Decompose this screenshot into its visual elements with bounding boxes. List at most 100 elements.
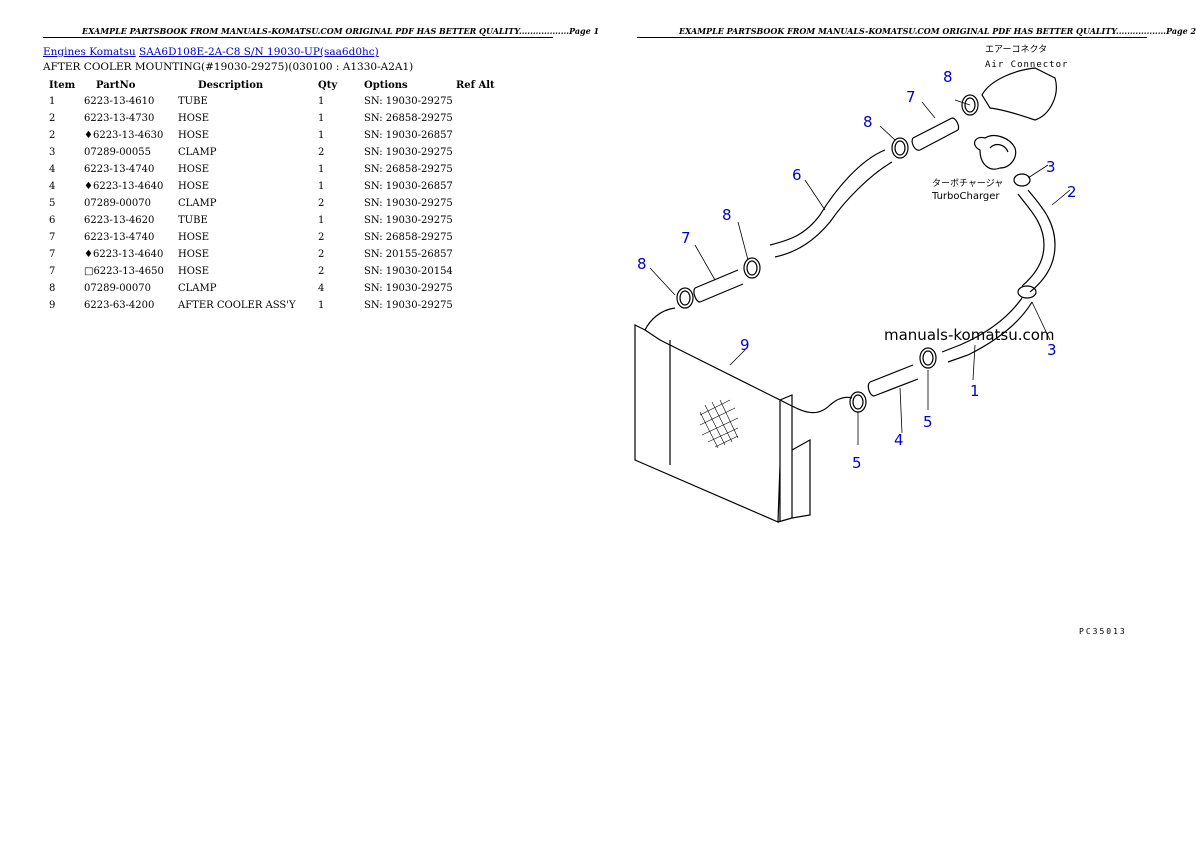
col-header-description: Description [198, 79, 264, 91]
cell-qty: 2 [318, 232, 325, 243]
hose-7-lower [693, 269, 744, 303]
callout-8: 8 [943, 68, 953, 86]
callout-3: 3 [1047, 341, 1057, 359]
cell-description: HOSE [178, 266, 210, 277]
cell-qty: 2 [318, 198, 325, 209]
cell-options: SN: 19030-29275 [364, 215, 453, 226]
cell-description: HOSE [178, 181, 210, 192]
callout-4: 4 [894, 431, 904, 449]
callout-8: 8 [637, 255, 647, 273]
cell-item: 6 [49, 215, 56, 226]
core-mesh-icon [699, 399, 739, 449]
cell-item: 9 [49, 300, 56, 311]
cell-options: SN: 19030-29275 [364, 300, 453, 311]
clamp-3-lower [1017, 285, 1037, 299]
hose-7-upper [911, 117, 960, 151]
cell-qty: 1 [318, 164, 325, 175]
cell-partno: 07289-00055 [84, 147, 152, 158]
cell-ref-alt [456, 110, 506, 127]
header-rule [637, 37, 1147, 38]
cell-options: SN: 19030-29275 [364, 147, 453, 158]
exploded-parts-diagram: エアーコネクタ Air Connector ターボチャージャ TurboChar… [634, 44, 1077, 523]
callout-7: 7 [906, 88, 916, 106]
page-2: EXAMPLE PARTSBOOK FROM MANUALS-KOMATSU.C… [595, 0, 1196, 842]
page-code: PC35013 [1079, 627, 1127, 636]
cell-options: SN: 19030-26857 [364, 130, 453, 141]
callout-2: 2 [1067, 183, 1077, 201]
cell-qty: 1 [318, 96, 325, 107]
watermark-text: manuals-komatsu.com [884, 326, 1055, 344]
col-header-partno: PartNo [96, 79, 136, 91]
cell-item: 2 [49, 130, 56, 141]
cell-qty: 2 [318, 147, 325, 158]
cell-ref-alt [456, 212, 506, 229]
cell-item: 4 [49, 164, 56, 175]
cell-options: SN: 19030-29275 [364, 198, 453, 209]
cell-ref-alt [456, 178, 506, 195]
cell-partno: 07289-00070 [84, 283, 152, 294]
cell-options: SN: 20155-26857 [364, 249, 453, 260]
tube-6 [769, 149, 893, 258]
cell-item: 1 [49, 96, 56, 107]
cell-item: 7 [49, 249, 56, 260]
cell-qty: 4 [318, 283, 325, 294]
cell-ref-alt [456, 263, 506, 280]
cell-ref-alt [456, 280, 506, 297]
cell-partno: 6223-13-4610 [84, 96, 155, 107]
cell-description: HOSE [178, 113, 210, 124]
air-connector-jp-label: エアーコネクタ [985, 44, 1047, 55]
callout-5: 5 [923, 413, 933, 431]
cell-description: CLAMP [178, 147, 217, 158]
cell-qty: 2 [318, 266, 325, 277]
page-header: EXAMPLE PARTSBOOK FROM MANUALS-KOMATSU.C… [679, 26, 1196, 36]
cell-ref-alt [456, 144, 506, 161]
cell-item: 3 [49, 147, 56, 158]
cell-partno: ♦6223-13-4640 [84, 249, 164, 260]
turbocharger-label: TurboCharger [931, 191, 1000, 202]
table-row: 3 07289-00055 CLAMP 2 SN: 19030-29275 [43, 144, 506, 161]
air-connector-label: Air Connector [985, 60, 1068, 70]
hose-4 [867, 364, 919, 397]
cell-description: HOSE [178, 164, 210, 175]
cell-item: 2 [49, 113, 56, 124]
after-cooler-body [634, 307, 781, 523]
cell-partno: □6223-13-4650 [84, 266, 164, 277]
page-1: EXAMPLE PARTSBOOK FROM MANUALS-KOMATSU.C… [0, 0, 599, 842]
callout-8: 8 [863, 113, 873, 131]
cell-ref-alt [456, 297, 506, 314]
cell-qty: 1 [318, 300, 325, 311]
cell-qty: 1 [318, 113, 325, 124]
clamp-8b [891, 137, 909, 159]
turbocharger-jp-label: ターボチャージャ [932, 178, 1003, 189]
cell-item: 4 [49, 181, 56, 192]
clamp-5a [919, 347, 937, 369]
cell-qty: 2 [318, 249, 325, 260]
page-header: EXAMPLE PARTSBOOK FROM MANUALS-KOMATSU.C… [82, 26, 600, 36]
callout-9: 9 [740, 336, 750, 354]
cell-ref-alt [456, 93, 506, 110]
cell-options: SN: 19030-29275 [364, 283, 453, 294]
cell-partno: ♦6223-13-4630 [84, 130, 164, 141]
section-title: AFTER COOLER MOUNTING(#19030-29275)(0301… [43, 61, 414, 73]
header-rule [43, 37, 553, 38]
table-header-row: Item PartNo Description Qty Options Ref … [43, 77, 506, 93]
cell-qty: 1 [318, 130, 325, 141]
callout-5: 5 [852, 454, 862, 472]
breadcrumb-link-engines[interactable]: Engines Komatsu [43, 46, 136, 58]
clamp-8c [743, 257, 761, 279]
cell-options: SN: 26858-29275 [364, 232, 453, 243]
callout-8: 8 [722, 206, 732, 224]
cell-partno: 6223-13-4730 [84, 113, 155, 124]
cell-description: AFTER COOLER ASS'Y [178, 300, 296, 311]
cell-options: SN: 19030-20154 [364, 266, 453, 277]
cell-partno: 6223-13-4740 [84, 232, 155, 243]
cell-item: 5 [49, 198, 56, 209]
breadcrumb-link-model[interactable]: SAA6D108E-2A-C8 S/N 19030-UP(saa6d0hc) [139, 46, 379, 58]
